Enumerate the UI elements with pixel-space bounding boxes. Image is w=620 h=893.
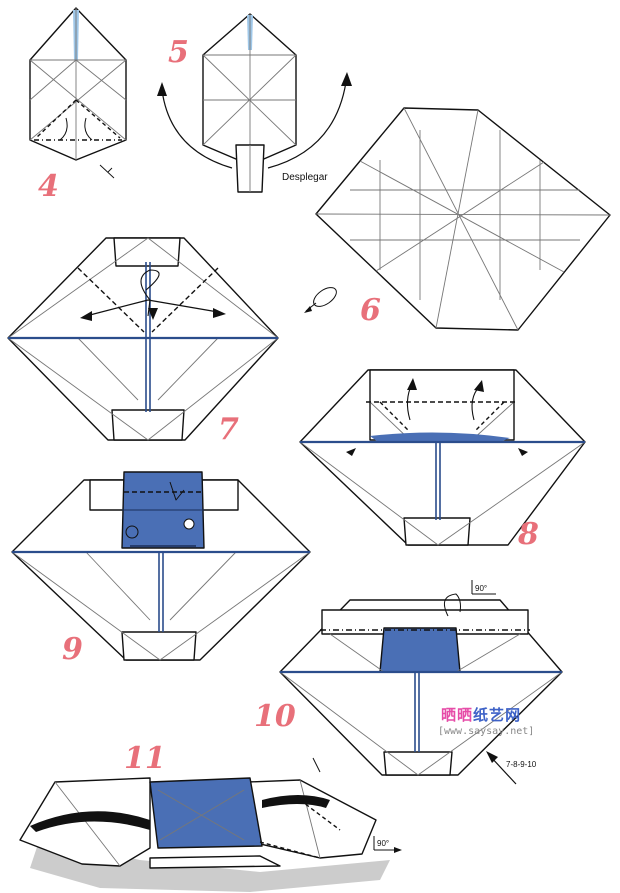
step-number-7: 7	[218, 412, 239, 447]
step-number-8: 8	[518, 517, 539, 552]
step-number-5: 5	[168, 35, 189, 70]
step-5-diagram	[157, 13, 352, 193]
step-8-diagram	[299, 369, 586, 546]
step-10-diagram	[279, 580, 563, 785]
step-number-11: 11	[124, 741, 166, 776]
watermark-url: [www.saysay.net]	[438, 726, 535, 737]
step-number-9: 9	[62, 632, 83, 667]
step-9-diagram	[11, 471, 311, 661]
repeat-steps-label: 7-8-9-10	[506, 760, 537, 769]
angle-label-step-11: 90°	[377, 839, 390, 848]
step-11-diagram	[19, 757, 402, 892]
step-number-10: 10	[254, 699, 296, 734]
angle-label-step-10: 90°	[475, 584, 488, 593]
unfold-label: Desplegar	[282, 172, 328, 183]
step-number-6: 6	[360, 293, 381, 328]
step-4-diagram	[29, 7, 127, 179]
step-6-diagram	[304, 107, 611, 331]
step-number-4: 4	[38, 169, 59, 204]
step-7-diagram	[7, 237, 279, 441]
watermark-site-name: 晒晒纸艺网	[441, 706, 522, 724]
